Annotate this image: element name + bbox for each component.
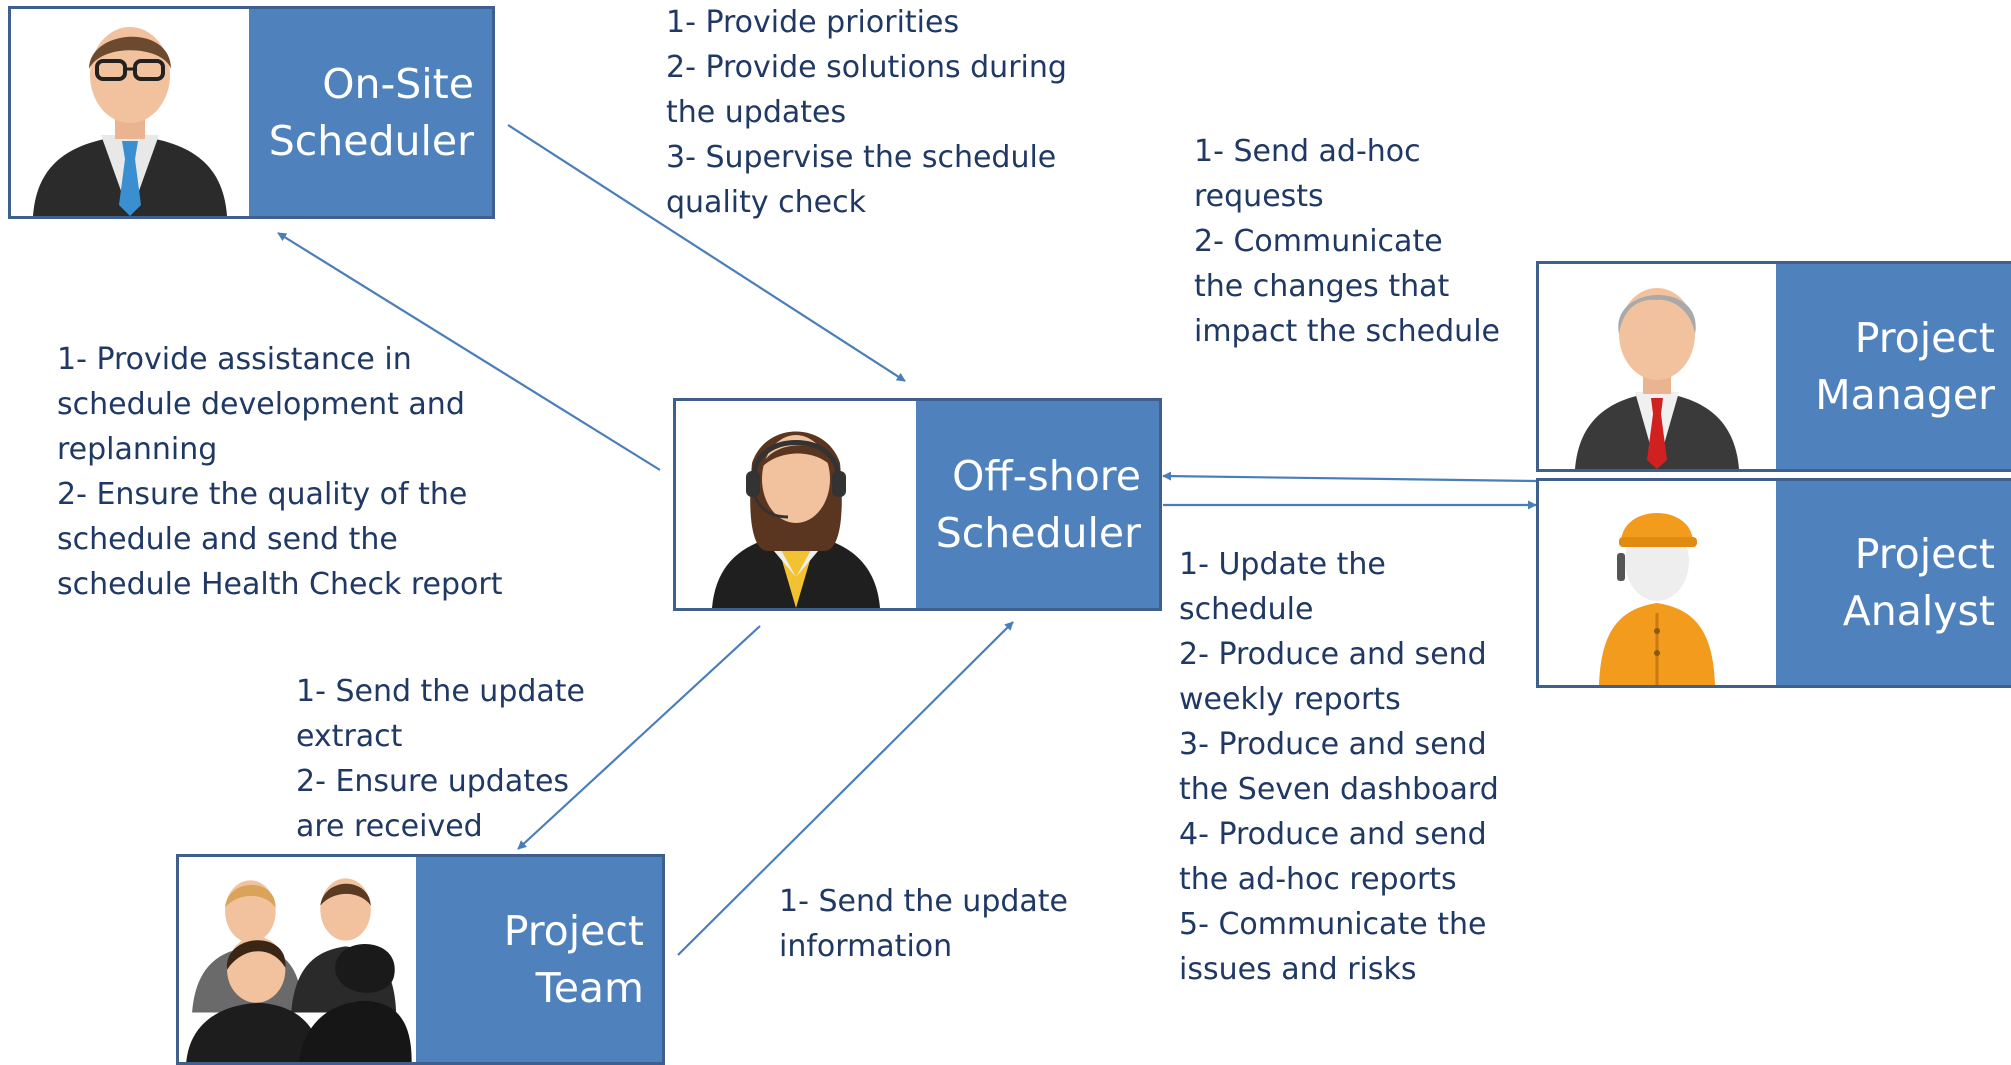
project-team-label: Project Team [416,857,662,1062]
note-line: schedule Health Check report [57,567,503,602]
project-team-label-line1: Project [503,906,644,955]
note-line: the Seven dashboard [1179,772,1499,807]
people-group-icon [186,878,412,1062]
note-line: 4- Produce and send [1179,817,1487,852]
note-line: schedule [1179,592,1314,627]
gray-haired-man-red-tie-icon [1575,288,1739,469]
onsite-scheduler-avatar [11,9,249,216]
man-glasses-tie-icon [33,27,227,216]
note-line: 1- Send ad-hoc [1194,134,1421,169]
project-analyst-label-line1: Project [1854,530,1995,578]
note-line: the ad-hoc reports [1179,862,1457,897]
note-line: information [779,929,953,964]
note-line: schedule and send the [57,522,398,557]
project-manager-label: Project Manager [1776,264,2011,469]
offshore-scheduler-avatar [676,401,916,608]
woman-headset-icon [712,431,880,608]
note-line: 1- Send the update [296,674,586,709]
arrow-manager-to-offshore [1162,471,1537,483]
offshore-scheduler-card: Off-shore Scheduler [673,398,1162,611]
onsite-scheduler-label-line2: Scheduler [268,116,474,165]
onsite-scheduler-card: On-Site Scheduler [8,6,495,219]
offshore-scheduler-label-line1: Off-shore [952,451,1141,500]
note-line: 2- Ensure the quality of the [57,477,468,512]
note-offshore-to-onsite: 1- Provide assistance in schedule develo… [57,337,502,607]
project-manager-label-line2: Manager [1815,370,1995,419]
note-line: 3- Supervise the schedule [666,140,1057,175]
note-line: impact the schedule [1194,314,1500,349]
note-offshore-to-manager: 1- Update the schedule 2- Produce and se… [1179,542,1499,992]
note-line: issues and risks [1179,952,1417,987]
note-line: 1- Provide priorities [666,5,960,40]
note-line: 2- Provide solutions during [666,50,1067,85]
note-line: 1- Provide assistance in [57,342,412,377]
note-line: weekly reports [1179,682,1401,717]
note-line: quality check [666,185,866,220]
project-team-label-line2: Team [535,963,644,1012]
note-line: 2- Ensure updates [296,764,570,799]
note-line: 1- Update the [1179,547,1386,582]
note-line: 3- Produce and send [1179,727,1487,762]
note-offshore-to-team: 1- Send the update extract 2- Ensure upd… [296,669,585,849]
note-line: the updates [666,95,847,130]
note-team-to-offshore: 1- Send the update information [779,879,1068,969]
project-manager-label-line1: Project [1854,313,1995,362]
project-analyst-avatar [1539,481,1776,685]
note-onsite-to-offshore: 1- Provide priorities 2- Provide solutio… [666,0,1067,225]
note-line: requests [1194,179,1324,214]
project-analyst-label: Project Analyst [1776,481,2011,685]
note-line: 2- Communicate [1194,224,1443,259]
note-line: 2- Produce and send [1179,637,1487,672]
onsite-scheduler-label: On-Site Scheduler [249,9,492,216]
note-line: 1- Send the update [779,884,1069,919]
onsite-scheduler-label-line1: On-Site [322,59,474,108]
note-line: replanning [57,432,218,467]
offshore-scheduler-label-line2: Scheduler [935,508,1141,557]
note-line: 5- Communicate the [1179,907,1487,942]
note-line: the changes that [1194,269,1450,304]
project-team-card: Project Team [176,854,665,1065]
note-manager-to-offshore: 1- Send ad-hoc requests 2- Communicate t… [1194,129,1500,354]
note-line: schedule development and [57,387,465,422]
project-team-avatar [179,857,416,1062]
project-analyst-card: Project Analyst [1536,478,2011,688]
offshore-scheduler-label: Off-shore Scheduler [916,401,1159,608]
project-manager-card: Project Manager [1536,261,2011,472]
note-line: extract [296,719,403,754]
worker-orange-cap-icon [1599,513,1715,685]
project-analyst-label-line2: Analyst [1842,587,1995,635]
project-manager-avatar [1539,264,1776,469]
note-line: are received [296,809,483,844]
